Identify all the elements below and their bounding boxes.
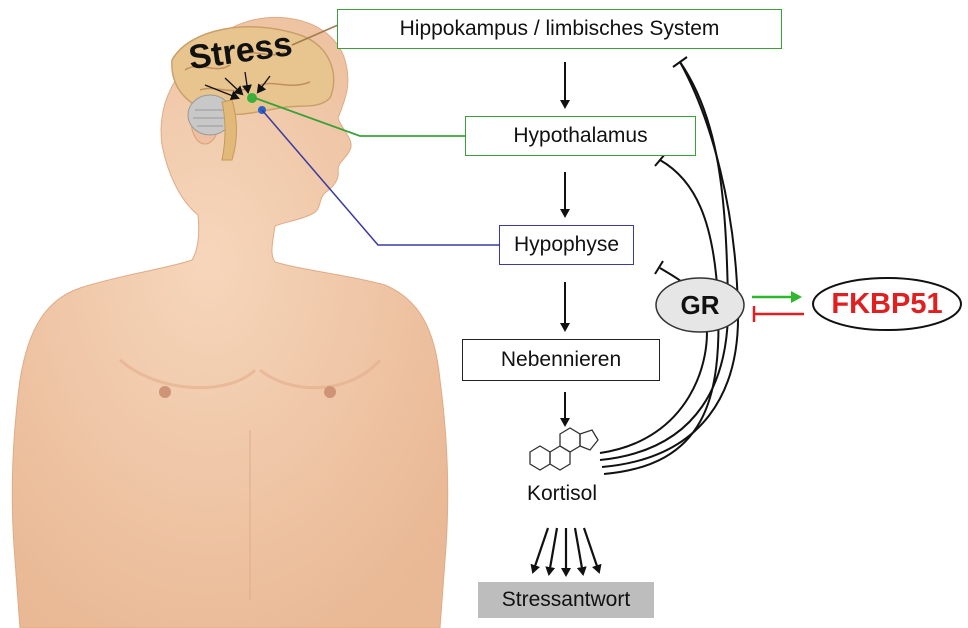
kortisol-label: Kortisol bbox=[507, 482, 617, 506]
fkbp51-label: FKBP51 bbox=[812, 280, 962, 328]
stressantwort-box: Stressantwort bbox=[478, 582, 654, 618]
kortisol-to-stressantwort-arrows bbox=[533, 528, 599, 575]
human-body-illustration bbox=[12, 17, 447, 628]
hypophyse-box: Hypophyse bbox=[499, 225, 634, 265]
nebennieren-box: Nebennieren bbox=[462, 339, 660, 381]
inhibition-bars bbox=[655, 57, 687, 274]
hippokampus-box: Hippokampus / limbisches System bbox=[337, 9, 782, 49]
cortisol-molecule-icon bbox=[530, 428, 598, 470]
gr-label: GR bbox=[656, 282, 744, 328]
hypothalamus-box: Hypothalamus bbox=[465, 116, 696, 156]
